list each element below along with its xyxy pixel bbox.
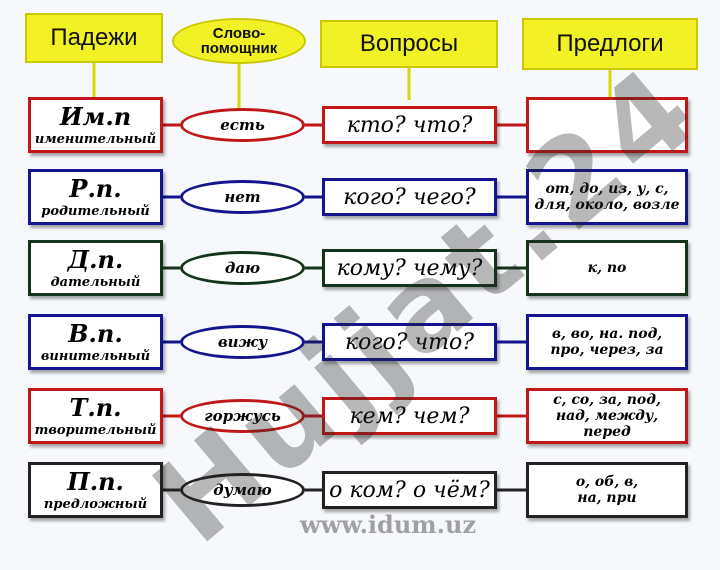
case-full-name: предложный (43, 496, 148, 512)
helper-word-oval: горжусь (180, 399, 305, 433)
preposition-line: к, по (587, 260, 627, 276)
cases-diagram: Падежи Слово-помощник Вопросы Предлоги И… (25, 13, 720, 570)
helper-word-oval: вижу (180, 325, 305, 359)
header-prepositions-label: Предлоги (556, 30, 664, 57)
case-abbreviation: Р.п. (69, 173, 122, 203)
prepositions-box: к, по (526, 240, 688, 296)
case-full-name: именительный (34, 131, 157, 147)
question-box: кто? что? (322, 106, 497, 144)
case-full-name: винительный (40, 348, 151, 364)
case-box: Т.п. творительный (28, 388, 163, 444)
helper-word-oval: даю (180, 251, 305, 285)
preposition-line: от, до, из, у, с, (545, 181, 669, 197)
case-abbreviation: Им.п (59, 101, 132, 131)
preposition-line: перед (583, 424, 631, 440)
preposition-line: о, об, в, (575, 474, 639, 490)
preposition-line: для, около, возле (534, 197, 680, 213)
connector-lines (92, 63, 612, 492)
header-questions-label: Вопросы (359, 30, 459, 57)
case-box: Им.п именительный (28, 97, 163, 153)
prepositions-box: в, во, на. под,про, через, за (526, 314, 688, 370)
preposition-line: над, между, (555, 408, 659, 424)
case-box: Д.п. дательный (28, 240, 163, 296)
header-helper-line2: помощник (200, 40, 278, 57)
helper-word-oval: есть (180, 108, 305, 142)
question-box: о ком? о чём? (322, 471, 497, 509)
preposition-line: на, при (577, 490, 637, 506)
helper-word-oval: думаю (180, 473, 305, 507)
prepositions-box: с, со, за, под,над, между,перед (526, 388, 688, 444)
header-helper-label: Слово-помощник (201, 26, 278, 56)
preposition-line: про, через, за (550, 342, 664, 358)
prepositions-box: о, об, в,на, при (526, 462, 688, 518)
case-abbreviation: Д.п. (67, 244, 124, 274)
watermark-url: www.idum.uz (300, 510, 477, 539)
prepositions-box: от, до, из, у, с,для, около, возле (526, 169, 688, 225)
question-box: кого? чего? (322, 178, 497, 216)
case-abbreviation: В.п. (68, 318, 123, 348)
question-box: кого? что? (322, 323, 497, 361)
case-box: В.п. винительный (28, 314, 163, 370)
header-prepositions: Предлоги (522, 18, 698, 70)
case-full-name: родительный (41, 203, 150, 219)
case-full-name: дательный (50, 274, 141, 290)
header-cases-label: Падежи (50, 24, 138, 51)
preposition-line: в, во, на. под, (551, 326, 663, 342)
header-cases: Падежи (25, 13, 163, 63)
helper-word-oval: нет (180, 180, 305, 214)
header-helper-word: Слово-помощник (172, 18, 306, 64)
case-abbreviation: Т.п. (69, 392, 122, 422)
question-box: кем? чем? (322, 397, 497, 435)
prepositions-box (526, 97, 688, 153)
preposition-line: с, со, за, под, (553, 392, 661, 408)
case-abbreviation: П.п. (67, 466, 124, 496)
case-box: П.п. предложный (28, 462, 163, 518)
question-box: кому? чему? (322, 249, 497, 287)
header-helper-line1: Слово- (212, 25, 266, 42)
case-full-name: творительный (34, 422, 157, 438)
header-questions: Вопросы (320, 20, 498, 68)
case-box: Р.п. родительный (28, 169, 163, 225)
